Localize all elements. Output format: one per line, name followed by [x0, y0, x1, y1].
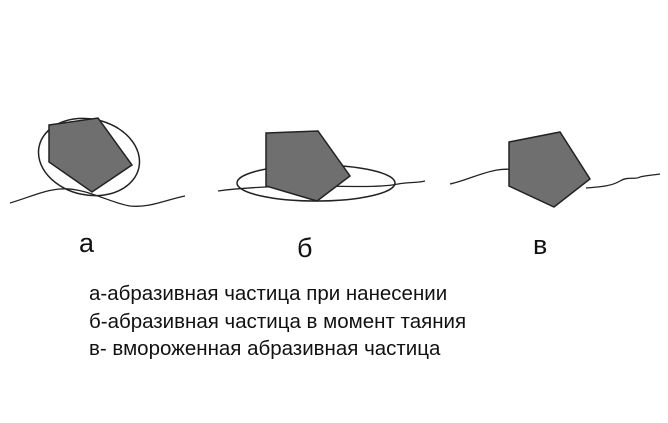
panel-b-label: б — [297, 233, 313, 263]
panel-a-particle — [48, 117, 134, 193]
panel-b-drawing — [217, 130, 426, 202]
panel-c-label: в — [533, 230, 548, 260]
panel-a-label: а — [79, 228, 95, 258]
legend-item-c: в- вмороженная абразивная частица — [89, 337, 441, 360]
panel-c-particle — [508, 131, 591, 208]
legend-item-a: а-абразивная частица при нанесении — [89, 282, 448, 305]
panel-c-surface-line — [449, 168, 516, 185]
panel-c-surface-line-right — [585, 173, 661, 189]
panel-c-drawing — [449, 131, 661, 208]
panel-a-surface-line — [9, 188, 186, 207]
legend: а-абразивная частица при нанесении б-абр… — [89, 280, 466, 363]
panel-b-surface-line — [217, 180, 426, 192]
panel-b-particle — [265, 130, 352, 202]
legend-item-b: б-абразивная частица в момент таяния — [89, 309, 467, 333]
panel-a-drawing — [9, 117, 186, 207]
